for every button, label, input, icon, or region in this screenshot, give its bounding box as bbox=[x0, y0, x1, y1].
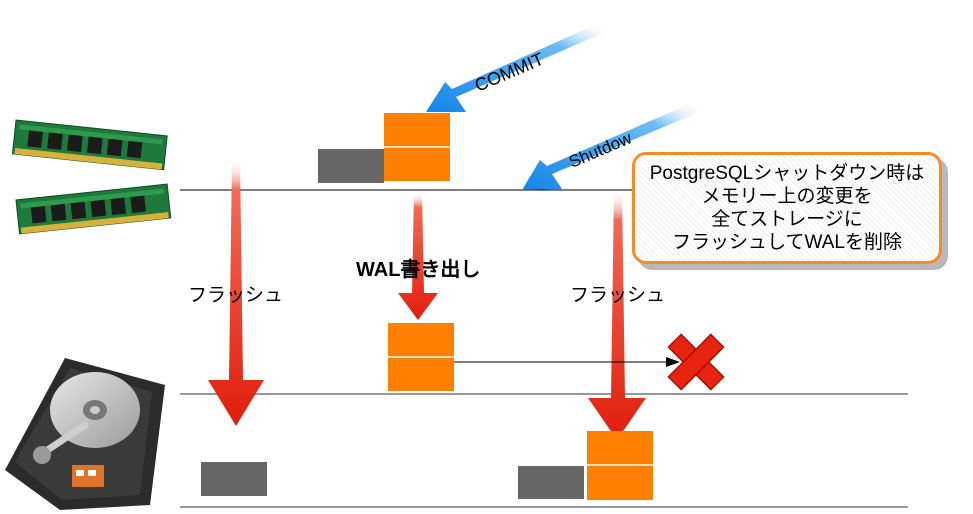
commit-arrow bbox=[426, 23, 605, 112]
flush-label-left: フラッシュ bbox=[188, 285, 284, 306]
flush-arrow-left bbox=[208, 158, 264, 426]
callout-line-3: 全てストレージに bbox=[711, 209, 863, 230]
delete-x-icon bbox=[667, 333, 725, 391]
storage-data-block-right bbox=[518, 466, 584, 499]
storage-data-block-left bbox=[201, 462, 267, 496]
wal-write-label: WAL書き出し bbox=[356, 259, 481, 281]
flush-arrow-right bbox=[588, 190, 646, 440]
callout-line-1: PostgreSQLシャットダウン時は bbox=[649, 163, 925, 184]
delete-arrow bbox=[454, 357, 680, 367]
ram-module-icon bbox=[11, 119, 172, 235]
memory-wal-block bbox=[384, 113, 450, 181]
shutdown-arrow bbox=[522, 102, 699, 190]
wal-write-arrow bbox=[398, 192, 438, 320]
shutdown-label: Shutdow bbox=[566, 128, 635, 172]
shutdown-callout: PostgreSQLシャットダウン時は メモリー上の変更を 全てストレージに フ… bbox=[632, 152, 942, 264]
callout-line-4: フラッシュしてWALを削除 bbox=[672, 232, 902, 253]
storage-wal-block bbox=[587, 431, 653, 500]
callout-line-2: メモリー上の変更を bbox=[701, 186, 873, 207]
commit-label: COMMIT bbox=[472, 49, 547, 96]
flush-label-right: フラッシュ bbox=[570, 285, 666, 306]
hard-disk-icon bbox=[5, 358, 165, 510]
memory-data-block bbox=[318, 149, 384, 183]
wal-file-block bbox=[388, 323, 454, 391]
